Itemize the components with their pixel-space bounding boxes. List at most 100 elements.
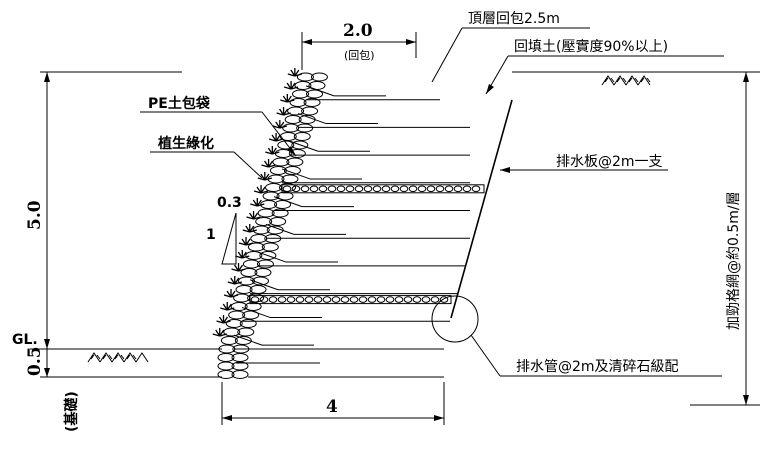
- drain-board: [450, 99, 513, 319]
- gravel-stone: [363, 185, 373, 193]
- pe-bag: [288, 149, 306, 158]
- plant-tuft: [250, 198, 265, 207]
- height-arrow-bottom: [44, 339, 50, 349]
- gravel-stone: [430, 296, 440, 303]
- label-pe-bag: PE土包袋: [148, 95, 211, 112]
- pe-bag: [237, 327, 255, 337]
- gravel-stone: [426, 185, 436, 193]
- gravel-stone: [327, 185, 337, 193]
- pe-bag: [242, 310, 260, 320]
- pe-bag: [225, 319, 243, 328]
- pe-bag: [223, 327, 241, 337]
- gravel-stone: [295, 296, 305, 303]
- pe-bag: [254, 268, 272, 277]
- pe-bag: [271, 208, 289, 218]
- pe-bag: [261, 242, 279, 252]
- leader-top-wrap: [431, 27, 463, 83]
- base-arrow-left: [222, 415, 232, 421]
- pe-bag: [218, 344, 236, 354]
- pe-bag: [249, 285, 267, 294]
- pe-bag: [257, 208, 275, 218]
- pe-bag: [242, 259, 260, 269]
- hatch-mark: [601, 75, 651, 86]
- plant-tuft: [220, 302, 235, 311]
- vegetation-plants: [212, 68, 303, 337]
- gravel-stone: [385, 296, 395, 303]
- wrap-return-line: [257, 251, 287, 263]
- gravel-stone: [349, 296, 359, 303]
- pe-bag: [231, 370, 249, 379]
- plant-tuft: [276, 107, 291, 116]
- pe-bag: [240, 268, 258, 277]
- gravel-stone: [286, 296, 296, 303]
- gravel-stone: [408, 185, 418, 193]
- pe-bag: [281, 174, 299, 184]
- pe-bag: [286, 157, 304, 167]
- label-drain-pipe: 排水管@2m及清碎石級配: [516, 359, 679, 375]
- pe-bag: [262, 191, 280, 201]
- pe-bag: [296, 72, 314, 82]
- gravel-stone: [304, 296, 314, 303]
- pe-bag: [256, 259, 274, 269]
- reinforcement-layers: [233, 85, 485, 364]
- gravel-stone: [417, 185, 427, 193]
- height-arrow-top: [44, 72, 50, 82]
- pe-bag: [269, 217, 287, 226]
- pe-bag: [279, 183, 297, 192]
- gravel-stone: [291, 185, 301, 193]
- dim-slope-h: 0.3: [217, 195, 242, 211]
- plant-tuft: [223, 289, 239, 298]
- ground-hatch-left: [87, 352, 149, 363]
- gravel-stone: [439, 296, 449, 303]
- geogrid-arrow-bottom: [743, 395, 749, 405]
- pe-bag: [308, 81, 326, 90]
- geogrid-arrow-top: [743, 72, 749, 82]
- pe-bag: [266, 225, 284, 235]
- plant-tuft: [265, 146, 280, 155]
- pe-bag: [259, 251, 277, 260]
- pe-bag: [250, 234, 268, 243]
- wrap-return-line: [297, 113, 327, 125]
- pe-bag: [303, 98, 321, 107]
- gravel-stone: [462, 185, 472, 193]
- pe-bag: [264, 234, 282, 243]
- pe-bag: [298, 115, 316, 124]
- pe-bag: [252, 225, 270, 235]
- gravel-stone: [394, 296, 404, 303]
- pe-bag: [233, 293, 251, 303]
- ground-hatch-right: [601, 75, 651, 86]
- pe-bag: [220, 336, 238, 345]
- pe-bag: [235, 285, 253, 294]
- gravel-stone: [381, 185, 391, 193]
- plant-tuft: [268, 133, 284, 142]
- gravel-drain-layer: [281, 184, 485, 194]
- plant-tuft: [227, 276, 242, 285]
- plant-tuft: [231, 263, 246, 272]
- pe-bag: [230, 302, 248, 311]
- dim-height: 5.0: [25, 200, 45, 230]
- gravel-stone: [358, 296, 368, 303]
- plant-tuft: [261, 159, 276, 168]
- pe-bag: [238, 276, 256, 286]
- gravel-stone: [313, 296, 323, 303]
- pe-bag: [228, 310, 246, 320]
- pe-bag: [284, 115, 302, 124]
- dim-wrap-note: (回包): [344, 49, 375, 62]
- pe-bag: [239, 319, 257, 328]
- pe-bag: [310, 72, 328, 82]
- gravel-stone: [354, 185, 364, 193]
- gravel-stone: [345, 185, 355, 193]
- pe-bag-facing: [217, 72, 328, 379]
- pe-bag: [234, 336, 252, 345]
- plant-tuft: [238, 237, 254, 246]
- pe-bag: [232, 344, 250, 354]
- pe-bag: [255, 217, 273, 226]
- gravel-stone: [309, 185, 319, 193]
- gravel-stone: [376, 296, 386, 303]
- pe-bag: [293, 132, 311, 141]
- pe-bag: [217, 370, 235, 379]
- wrap-return-line: [289, 140, 319, 152]
- gravel-stone: [300, 185, 310, 193]
